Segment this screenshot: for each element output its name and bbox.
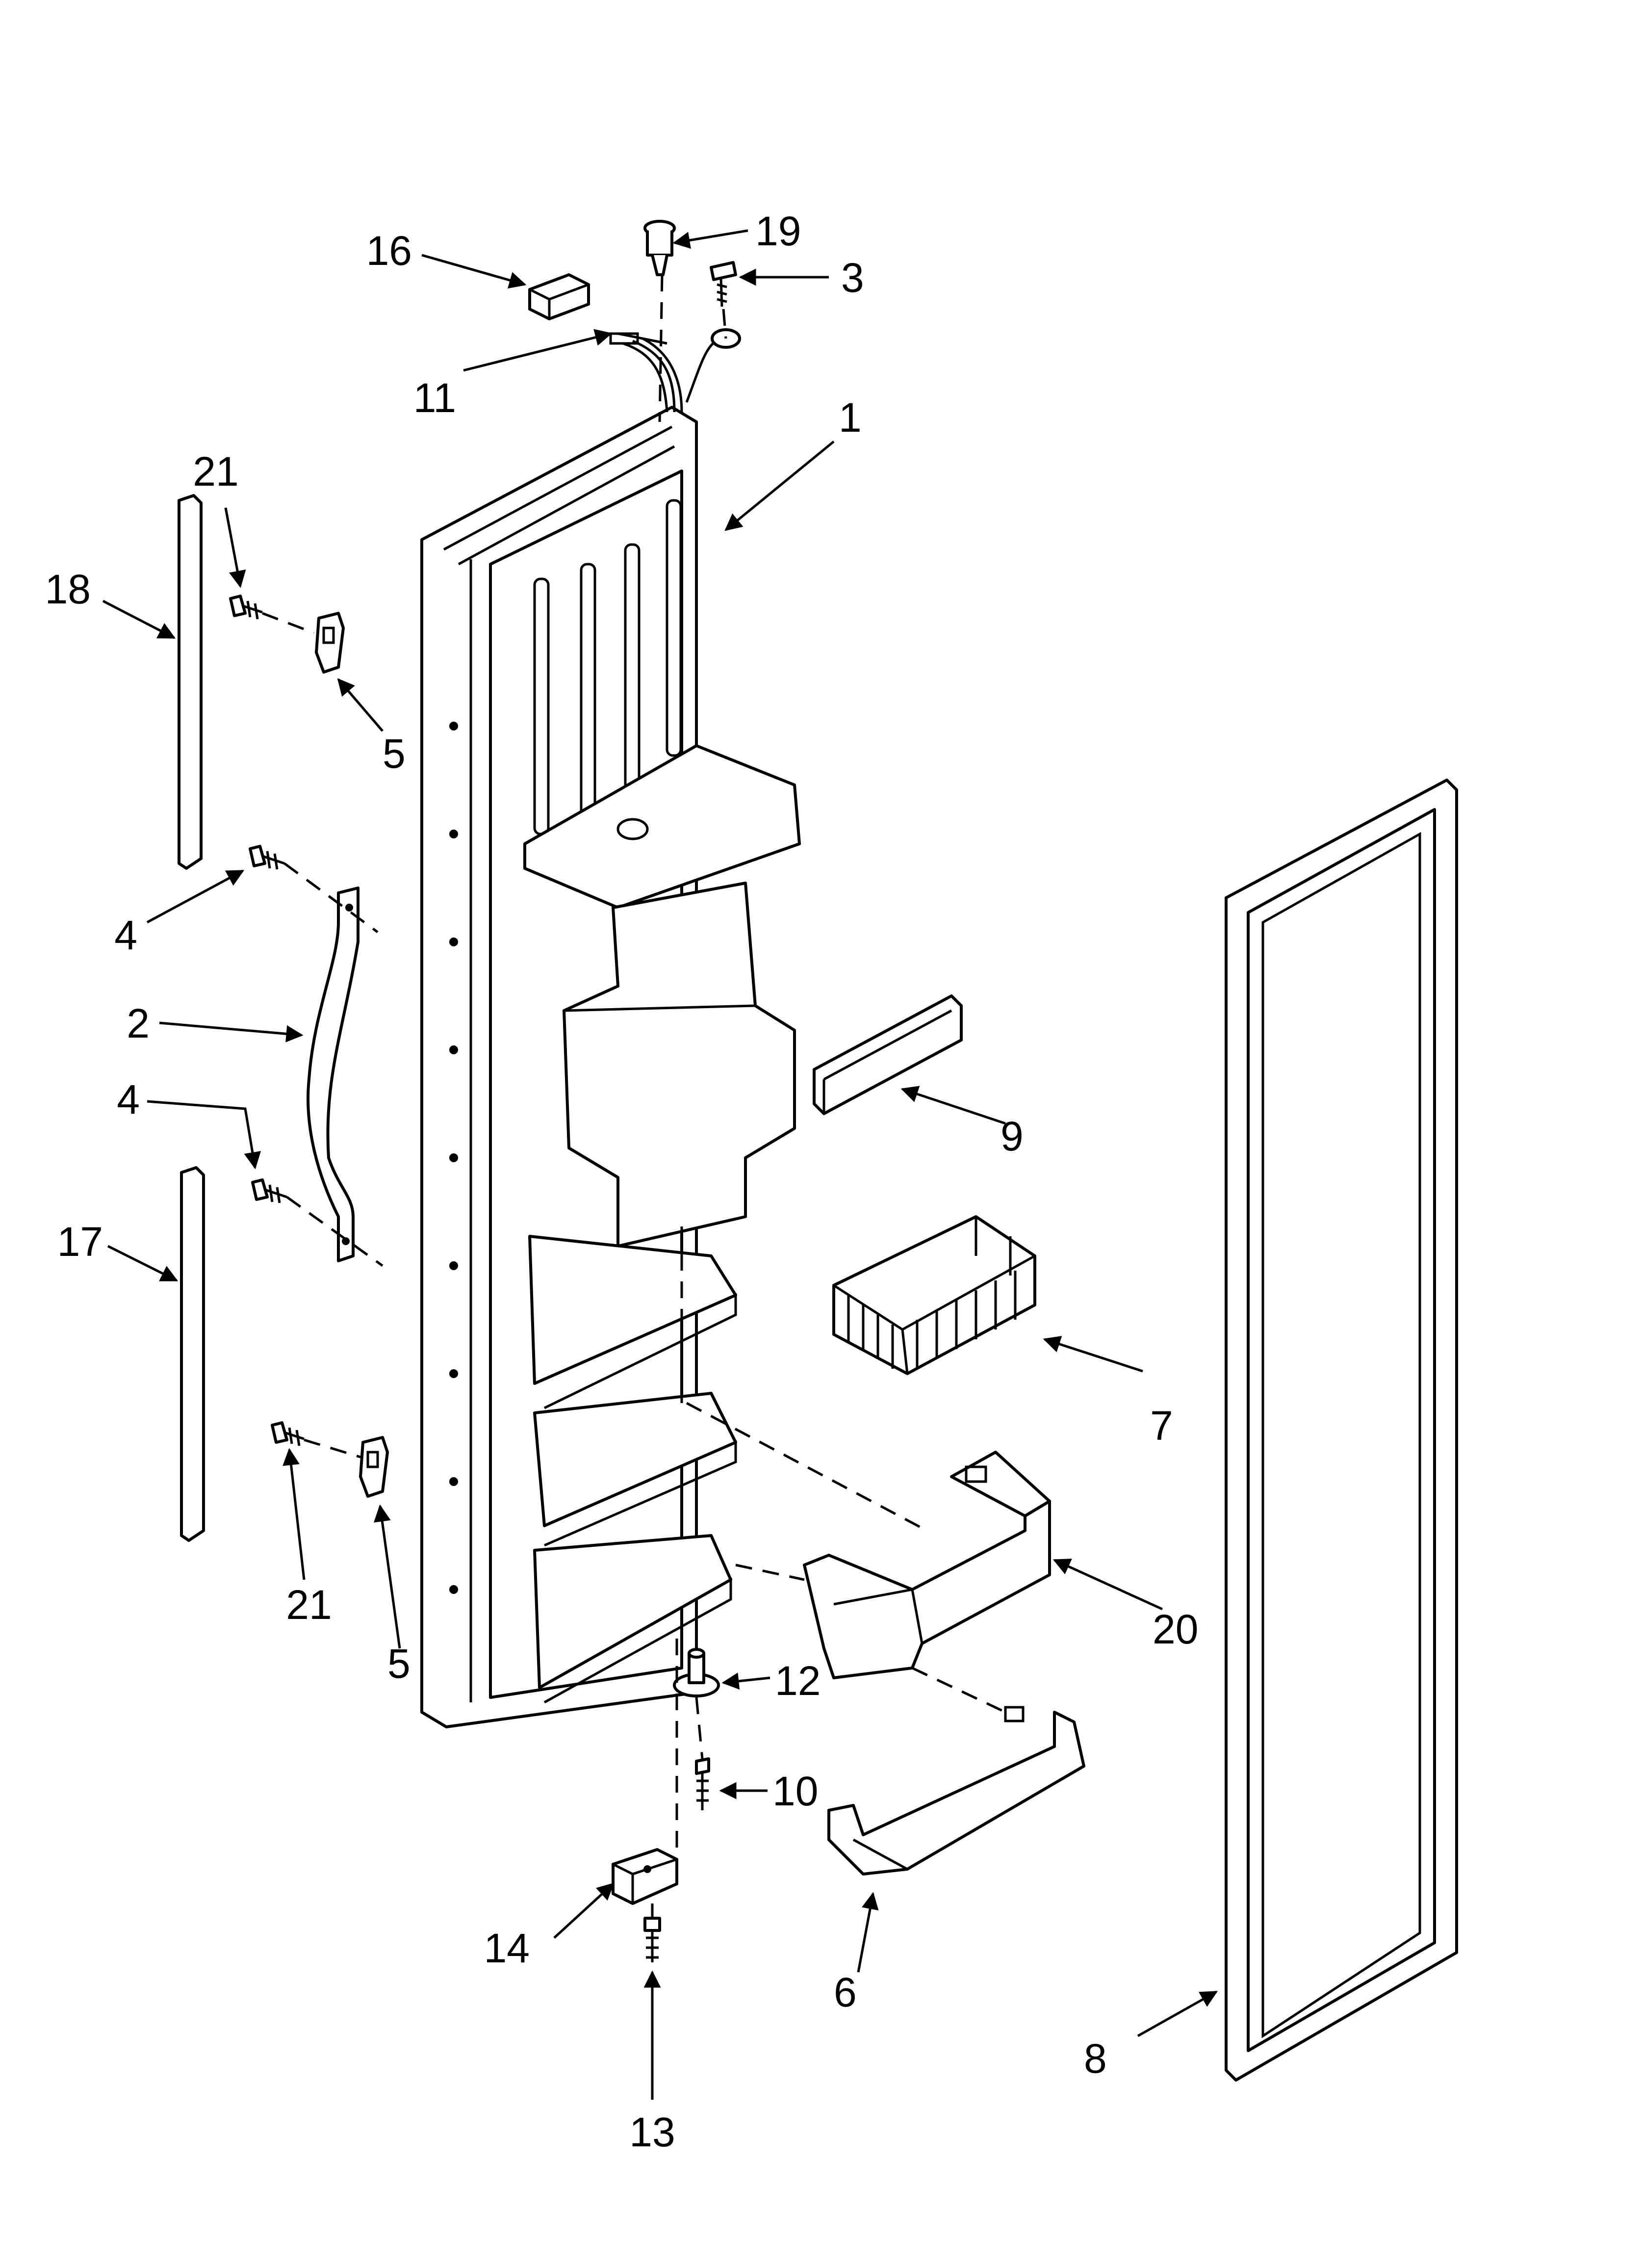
upper-trim-strip-part	[178, 494, 203, 870]
callout-8: 8	[1084, 2035, 1107, 2082]
callout-14: 14	[484, 1925, 530, 1971]
callout-10: 10	[772, 1768, 818, 1814]
leader-lines	[102, 229, 1218, 2100]
callout-20: 20	[1153, 1606, 1198, 1652]
wire-harness-part	[609, 328, 741, 413]
pivot-part	[673, 1648, 720, 1697]
door-shelf-part	[827, 1706, 1085, 1876]
lower-trim-strip-part	[180, 1166, 205, 1542]
assembly-lines	[262, 274, 1006, 1918]
callout-2: 2	[127, 1000, 150, 1046]
connector-part	[528, 273, 590, 320]
callout-13: 13	[629, 2109, 675, 2155]
callout-12: 12	[775, 1658, 821, 1704]
handle-upper-screw-part	[249, 845, 285, 870]
bucket-bin-part	[803, 1451, 1051, 1679]
callout-18: 18	[45, 566, 91, 612]
door-gasket-part	[1225, 779, 1458, 2082]
callout-3: 3	[841, 255, 864, 301]
callout-17: 17	[57, 1219, 103, 1265]
handle-lower-screw-part	[251, 1178, 287, 1203]
upper-clip-part	[315, 612, 345, 674]
callout-7: 7	[1150, 1403, 1173, 1449]
lower-clip-part	[359, 1436, 389, 1498]
callout-21-lower: 21	[286, 1582, 332, 1628]
callout-4-upper: 4	[114, 912, 137, 958]
callout-5-lower: 5	[387, 1641, 410, 1687]
upper-clip-screw-part	[229, 595, 263, 620]
pivot-screw-part	[695, 1757, 710, 1810]
callout-19: 19	[755, 208, 801, 254]
channel-trim-part	[813, 994, 963, 1115]
callout-5-upper: 5	[383, 730, 406, 777]
plug-part	[643, 220, 676, 276]
bracket-screw-part	[643, 1917, 661, 1962]
door-liner-part	[420, 406, 801, 1728]
top-screw-part	[710, 261, 737, 307]
callout-16: 16	[366, 228, 412, 274]
callout-6: 6	[834, 1969, 857, 2015]
hinge-bracket-part	[612, 1848, 678, 1905]
callout-labels: 1 2 3 4 4 5 5 6 7 8 9 10 11 12 13 14 16 …	[45, 208, 1199, 2155]
callout-9: 9	[1001, 1113, 1024, 1159]
callout-21-upper: 21	[193, 448, 238, 495]
lower-clip-screw-part	[271, 1421, 305, 1446]
wire-basket-part	[832, 1215, 1036, 1375]
callout-11: 11	[413, 375, 456, 421]
handle-part	[307, 886, 359, 1262]
callout-1: 1	[839, 394, 862, 441]
callout-4-lower: 4	[117, 1076, 140, 1122]
